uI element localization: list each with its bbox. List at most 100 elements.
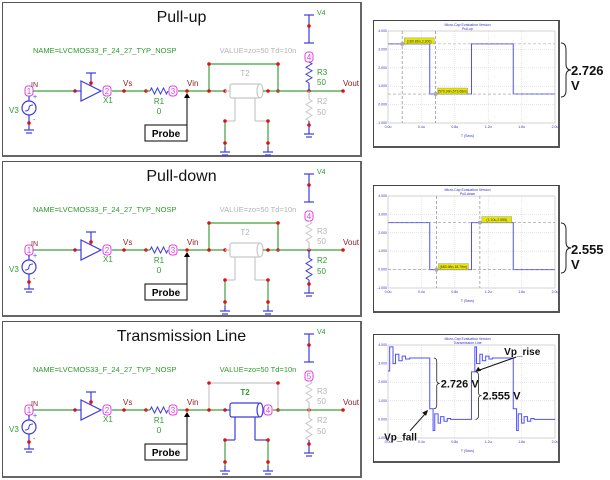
net-label-in: IN (31, 82, 38, 89)
resistor-icon (305, 380, 313, 403)
transmission-line-end (256, 242, 264, 258)
cursor-label-box (437, 87, 468, 95)
x-tick-label: 0.0u (385, 125, 392, 129)
node-number: 4 (307, 53, 312, 62)
resistor-icon (305, 98, 313, 122)
y-tick-label: 0.000 (378, 268, 387, 272)
resistor-icon (149, 405, 169, 415)
panel-title: Pull-up (156, 9, 207, 26)
x-axis-label: T (Secs) (461, 449, 474, 453)
resistor-icon (305, 257, 313, 281)
node-dot (223, 119, 227, 123)
probe-arrow-icon (184, 93, 190, 98)
probe-label: Probe (152, 288, 181, 299)
node-dot (27, 121, 31, 125)
node-number: 1 (27, 406, 32, 415)
node-dot (185, 89, 189, 93)
voltage-annotation: 2.555 V (483, 391, 522, 403)
driver-label: X1 (103, 415, 113, 424)
panel-title: Pull-down (146, 168, 217, 185)
node-number: 3 (171, 87, 176, 96)
resistor-icon (305, 417, 313, 441)
transmission-line-icon (229, 402, 261, 418)
schematic-pulldown: NAME=LVCMOS33_F_24_27_TYP_NOSP VALUE=zo=5… (9, 169, 360, 315)
driver-model-label: NAME=LVCMOS33_F_24_27_TYP_NOSP (33, 205, 176, 214)
r1-label: R1 (154, 256, 165, 265)
source-label: V3 (9, 106, 19, 115)
node-dot (223, 460, 227, 464)
node-dot (307, 183, 311, 187)
x-tick-label: 2.0u (552, 290, 559, 294)
cursor-point (477, 220, 482, 225)
annotation-arrow (477, 356, 517, 372)
cursor-point (433, 92, 438, 97)
chart-subtitle: Pull-down (460, 192, 475, 196)
net-label-vout: Vout (343, 398, 360, 407)
x-tick-label: 0.0u (385, 440, 392, 444)
node-dot (122, 248, 126, 252)
net-label-vin: Vin (187, 79, 198, 88)
source-label: V3 (9, 425, 19, 434)
chart-subtitle: Transmission Line (453, 341, 481, 345)
series-line (388, 222, 555, 271)
node-dot (207, 221, 211, 225)
arrowhead-icon (422, 409, 429, 416)
driver-label: X1 (103, 255, 113, 264)
y-tick-label: -1.000 (377, 286, 387, 290)
node-dot (27, 280, 31, 284)
chart-subtitle: Pull-up (462, 27, 473, 31)
node-dot (266, 438, 270, 442)
node-number-marker (102, 244, 112, 256)
cursor-label-box (403, 37, 435, 45)
node-dot (89, 400, 93, 404)
x-tick-label: 0.4u (418, 290, 425, 294)
x-tick-label: 0.4u (418, 125, 425, 129)
tline-value-label: VALUE=zo=50 Td=10n (220, 46, 297, 55)
schematic-panel-pulldown: Pull-down NAME=LVCMOS33_F_24_27_TYP_NOSP… (2, 161, 362, 317)
resistor-icon (305, 220, 313, 243)
x-tick-label: 0.0u (385, 290, 392, 294)
x-tick-label: 1.2u (485, 125, 492, 129)
source-label: V3 (9, 265, 19, 274)
series-line (388, 43, 555, 95)
transmission-line-icon (229, 83, 261, 99)
panel-title: Transmission Line (116, 328, 247, 345)
node-number: 4 (307, 212, 312, 221)
y-tick-label: 1.000 (378, 84, 387, 88)
r3-label: R3 (317, 387, 328, 396)
node-number: 5 (307, 372, 312, 381)
node-dot (276, 381, 280, 385)
r2-label: R2 (317, 256, 328, 265)
node-number: 2 (105, 246, 110, 255)
net-label-vs: Vs (123, 398, 132, 407)
node-dot (89, 240, 93, 244)
r2-value: 50 (317, 108, 326, 117)
node-dot (307, 123, 311, 127)
x-tick-label: 2.0u (552, 440, 559, 444)
node-dot (207, 89, 211, 93)
driver-label: X1 (103, 96, 113, 105)
node-number-marker (102, 404, 112, 416)
transmission-line-end (256, 402, 264, 418)
x-tick-label: 0.8u (451, 125, 458, 129)
cursor-label-box (481, 216, 513, 223)
node-dot (207, 62, 211, 66)
r2-value: 50 (317, 267, 326, 276)
node-number-marker (168, 244, 178, 256)
node-dot (307, 24, 311, 28)
x-tick-label: 1.6u (518, 440, 525, 444)
r1-value: 0 (157, 107, 162, 116)
minus-sign: - (33, 436, 36, 443)
tline-value-label: VALUE=zo=50 Td=10n (220, 205, 297, 214)
r3-label: R3 (317, 68, 328, 77)
y-tick-label: 2.000 (378, 66, 387, 70)
node-number: 1 (27, 246, 32, 255)
node-number: 3 (171, 406, 176, 415)
chart-title: Micro-Cap Evaluation Version (444, 337, 490, 341)
r2-label: R2 (317, 416, 328, 425)
node-dot (307, 282, 311, 286)
x-axis-label: T (Secs) (461, 299, 474, 303)
